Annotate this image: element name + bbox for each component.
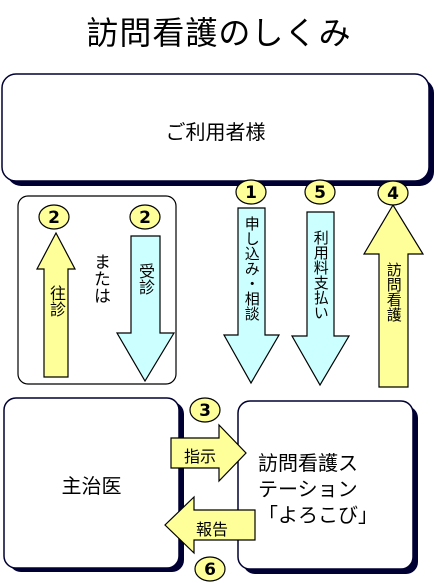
instruction-arrow (170, 423, 247, 483)
badge-payment: 5 (304, 179, 336, 205)
svg-text:1: 1 (245, 183, 257, 203)
svg-text:6: 6 (204, 560, 216, 580)
visit-label: 往診 (47, 285, 66, 317)
station-box (237, 400, 418, 574)
svg-text:5: 5 (314, 183, 326, 203)
user-box-label: ご利用者様 (165, 120, 266, 144)
or-text: または (90, 253, 110, 304)
svg-text:3: 3 (199, 401, 211, 421)
badge-instruction: 3 (189, 397, 221, 423)
doctor-box (3, 397, 184, 572)
svg-text:4: 4 (387, 184, 399, 204)
badge-report: 6 (194, 556, 226, 582)
page-title: 訪問看護のしくみ (86, 14, 352, 52)
station-line-2: テーション (258, 477, 358, 501)
station-box-label: 訪問看護ス テーション 「よろこび」 (246, 450, 406, 528)
doctor-box-label: 主治医 (61, 474, 122, 498)
nursing-label: 訪問看護 (384, 262, 403, 322)
payment-label: 利用料支払い (311, 230, 330, 320)
badge-apply: 1 (235, 179, 267, 205)
payment-arrow (290, 211, 351, 387)
nursing-arrow (362, 203, 425, 388)
badge-visit: 2 (38, 204, 70, 230)
badge-outpatient: 2 (129, 204, 161, 230)
apply-arrow (222, 207, 281, 385)
svg-text:2: 2 (139, 208, 151, 228)
report-arrow (164, 495, 256, 555)
svg-text:2: 2 (48, 208, 60, 228)
outpatient-arrow (115, 235, 176, 383)
user-box (1, 73, 434, 186)
badge-nursing: 4 (377, 180, 409, 206)
station-line-1: 訪問看護ス (258, 451, 358, 475)
visit-arrow (36, 231, 76, 378)
station-line-3: 「よろこび」 (258, 503, 378, 527)
report-label: 報告 (196, 520, 229, 539)
outpatient-label: 受診 (136, 263, 155, 295)
apply-label: 申し込み・相談 (242, 216, 261, 321)
instruction-label: 指示 (184, 447, 217, 466)
